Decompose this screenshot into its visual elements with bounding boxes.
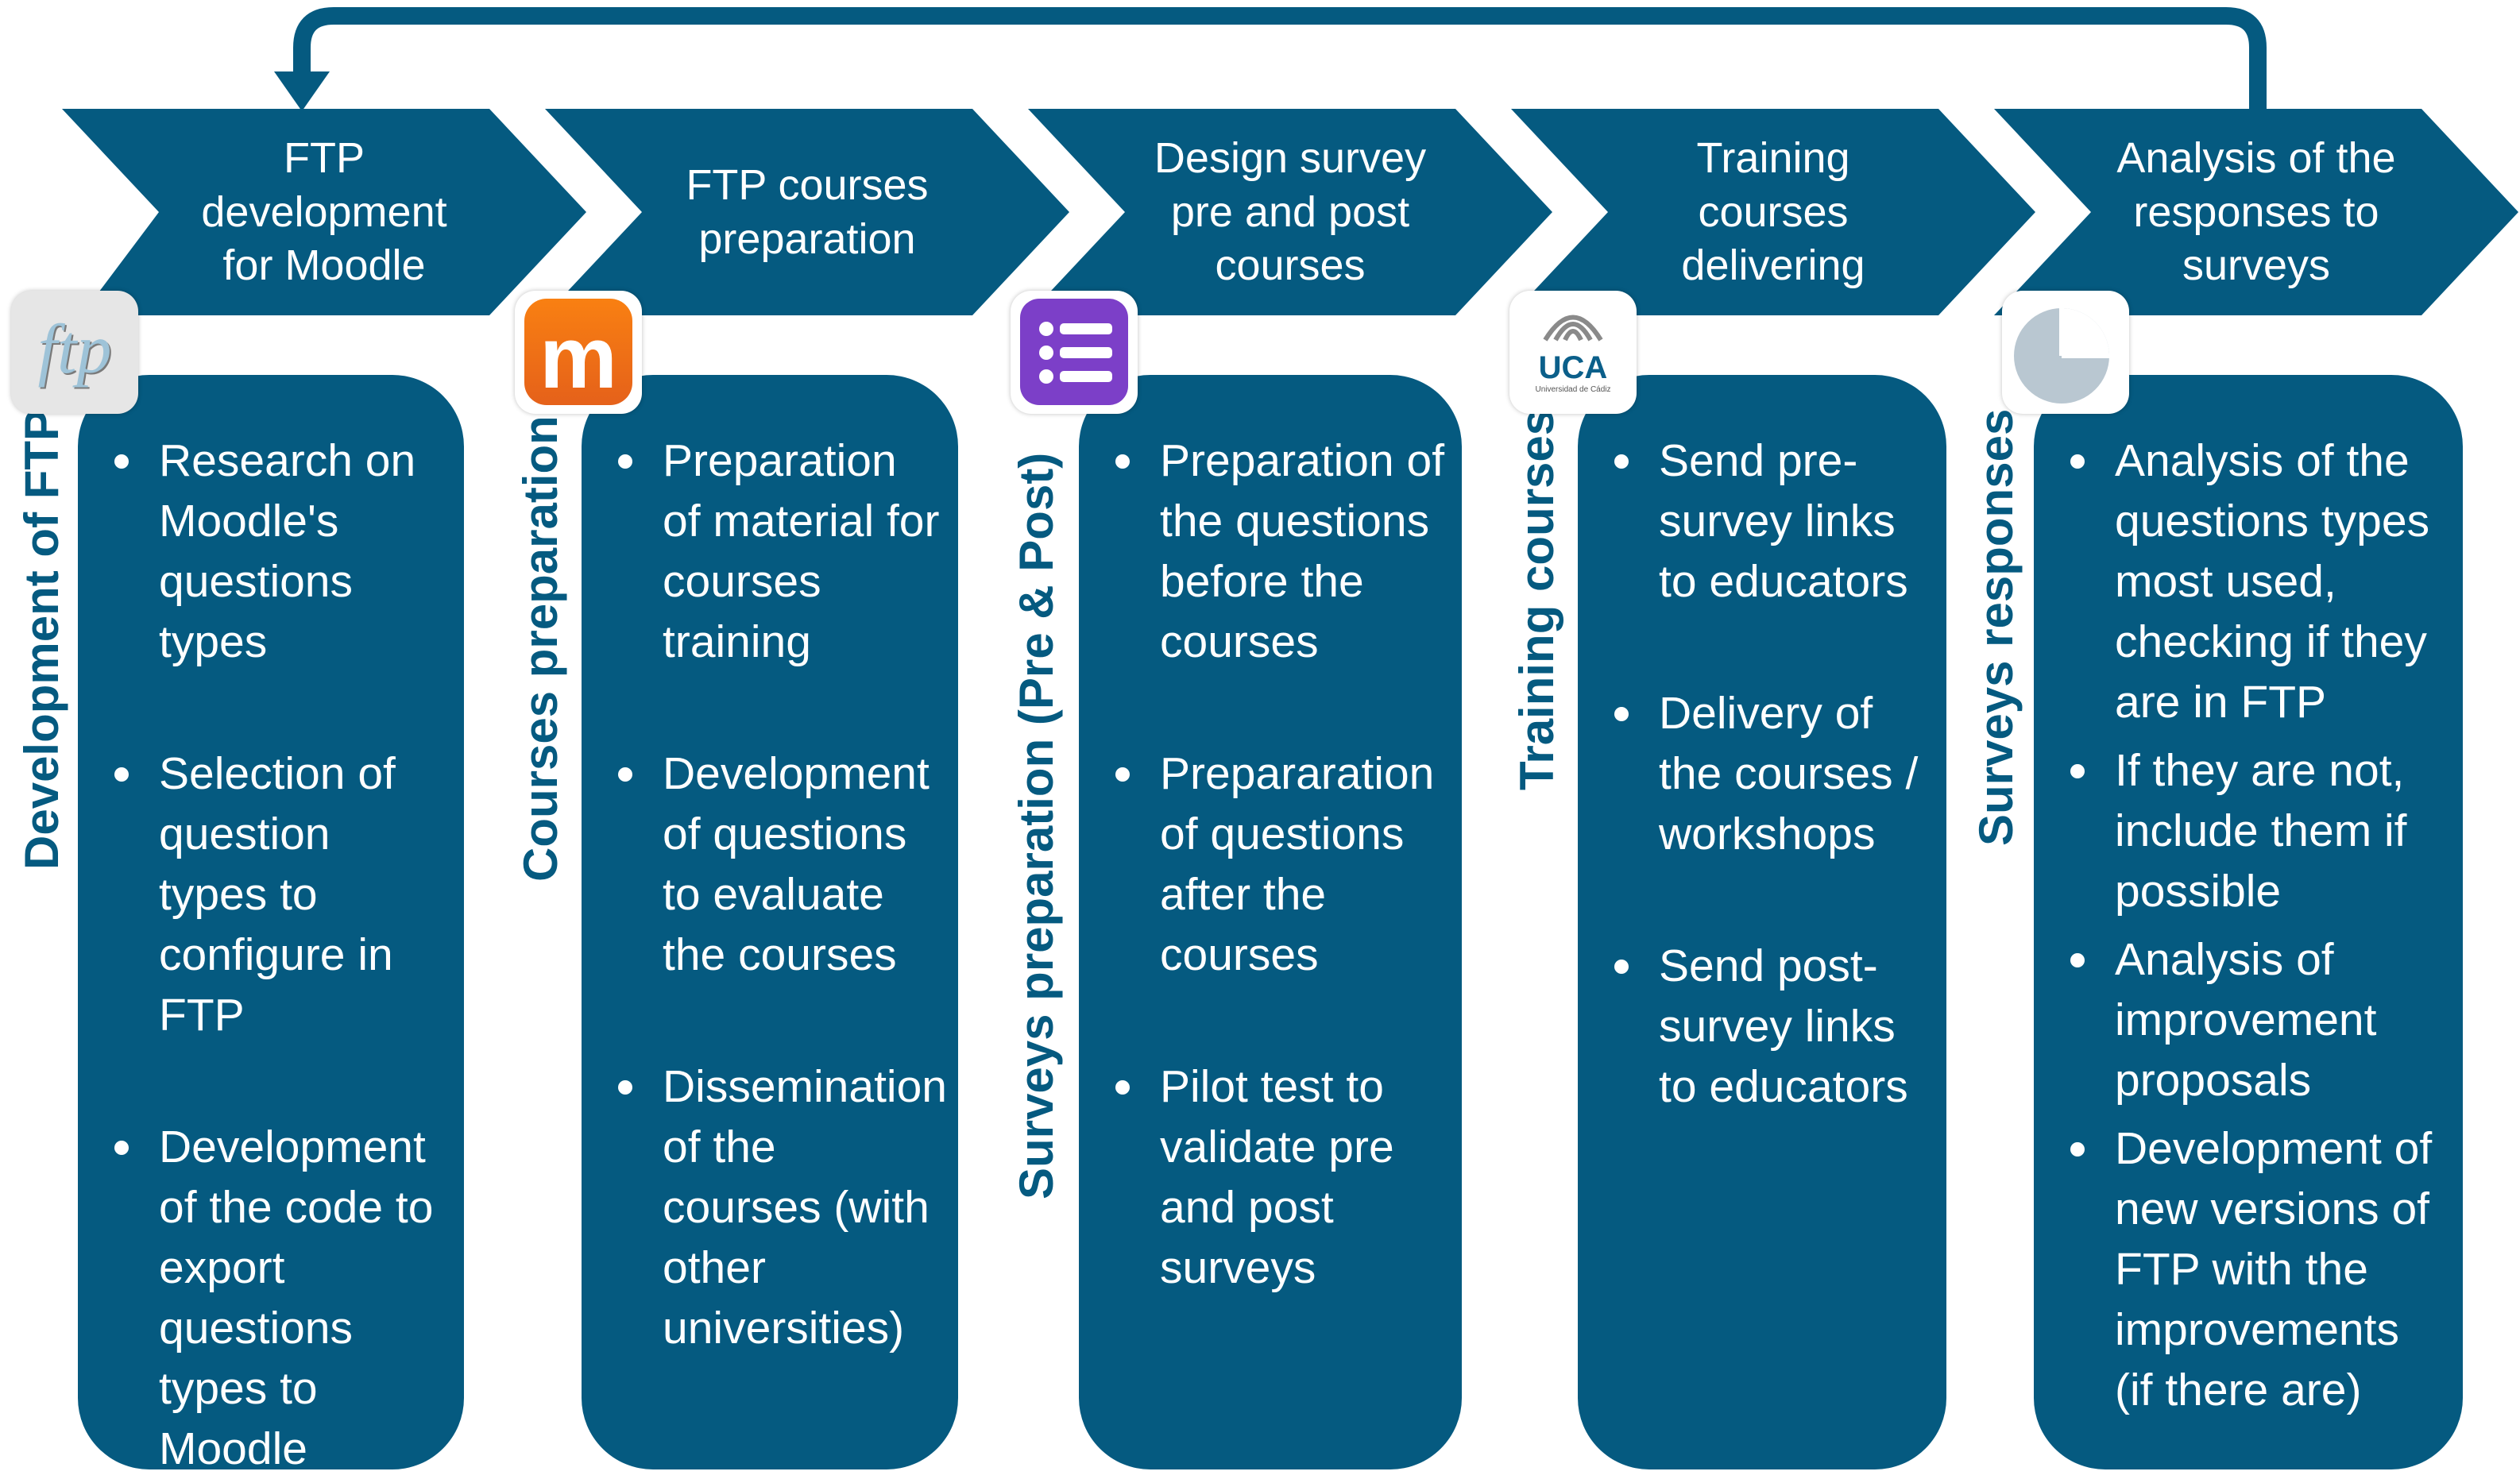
- task-item: Send post-survey links to educators: [1602, 936, 1931, 1117]
- task-item: Delivery of the courses / workshops: [1602, 683, 1931, 864]
- step-chevron-5: [1994, 109, 2518, 315]
- task-item: Selection of question types to configure…: [102, 743, 448, 1045]
- step-title-1: FTP development for Moodle: [201, 134, 447, 290]
- forms-list-icon: [1020, 299, 1128, 405]
- task-item: Analysis of improvement proposals: [2058, 929, 2447, 1110]
- moodle-logo-text: m: [539, 309, 617, 407]
- side-label-4: Training courses: [1510, 408, 1563, 790]
- step-title-2: FTP courses preparation: [686, 161, 929, 263]
- task-item: Send pre-survey links to educators: [1602, 431, 1931, 612]
- uca-logo-text: UCA: [1538, 350, 1608, 385]
- step-2-tasks-card: Preparation of material for courses trai…: [582, 375, 958, 1469]
- step-chevron-4: [1511, 109, 2035, 315]
- task-item: Analysis of the questions types most use…: [2058, 431, 2447, 732]
- feedback-arrow-head-icon: [274, 71, 330, 111]
- uca-logo-subtext: Universidad de Cádiz: [1535, 385, 1611, 394]
- side-label-5: Surveys responses: [1969, 408, 2023, 846]
- pie-chart-icon: [2002, 291, 2129, 414]
- forms-icon: [1011, 291, 1138, 414]
- task-item: Preparation of material for courses trai…: [605, 431, 942, 672]
- ftp-logo: ftp: [11, 291, 138, 414]
- step-title-5: Analysis of the responses to surveys: [2116, 134, 2396, 290]
- task-item: Development of the code to export questi…: [102, 1117, 448, 1479]
- pie-chart-glyph: [2014, 308, 2109, 404]
- side-label-1: Development of FTP: [15, 408, 68, 870]
- task-item: Preparation of the questions before the …: [1103, 431, 1446, 672]
- moodle-tile: m: [524, 299, 632, 407]
- task-item: Development of questions to evaluate the…: [605, 743, 942, 985]
- task-item: Development of new versions of FTP with …: [2058, 1118, 2447, 1420]
- task-item: If they are not, include them if possibl…: [2058, 740, 2447, 921]
- ftp-logo-text: ftp: [37, 311, 112, 388]
- task-item: Prepararation of questions after the cou…: [1103, 743, 1446, 985]
- step-title-4: Training courses delivering: [1681, 134, 1865, 290]
- step-chevron-3: [1028, 109, 1552, 315]
- side-label-2: Courses preparation: [514, 415, 567, 882]
- moodle-logo: m: [515, 291, 642, 414]
- step-chevron-1: [62, 109, 586, 315]
- task-item: Research on Moodle's questions types: [102, 431, 448, 672]
- feedback-loop-arrow: [293, 7, 2267, 119]
- step-3-tasks-card: Preparation of the questions before the …: [1079, 375, 1462, 1469]
- step-title-3: Design survey pre and post courses: [1154, 134, 1427, 290]
- step-5-tasks-card: Analysis of the questions types most use…: [2034, 375, 2463, 1469]
- step-chevron-2: [545, 109, 1069, 315]
- task-item: Pilot test to validate pre and post surv…: [1103, 1056, 1446, 1298]
- side-label-3: Surveys preparation (Pre & Post): [1010, 452, 1063, 1199]
- task-item: Dissemination of the courses (with other…: [605, 1056, 947, 1358]
- uca-emblem-icon: [1543, 315, 1603, 342]
